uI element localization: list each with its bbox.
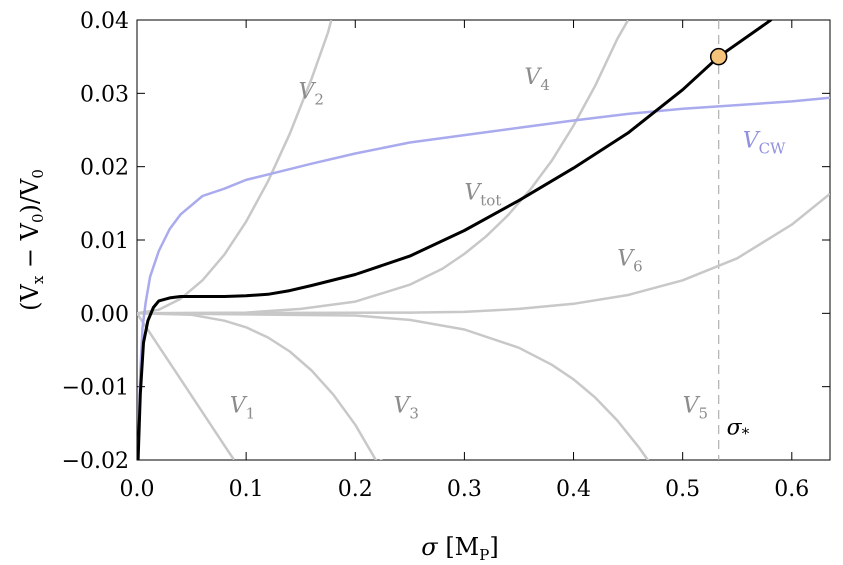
y-tick-label: −0.02 [62, 449, 129, 474]
label-v-cw: VCW [743, 129, 786, 158]
series-v-4 [137, 20, 630, 315]
series-v-2 [137, 20, 333, 315]
y-tick-label: 0.00 [80, 302, 129, 327]
series-v-6 [137, 192, 830, 315]
label-v-tot: Vtot [464, 181, 501, 210]
x-tick-label: 0.2 [338, 477, 373, 502]
y-tick-label: 0.02 [80, 156, 129, 181]
x-tick-label: 0.4 [556, 477, 591, 502]
series-v-cw [137, 96, 830, 460]
series-v-5 [137, 312, 650, 460]
x-tick-label: 0.1 [229, 477, 264, 502]
label-v-4: V4 [524, 65, 549, 94]
y-tick-label: 0.04 [80, 9, 129, 34]
label-v-1: V1 [230, 393, 255, 422]
label-sigma-star: σ* [727, 415, 750, 442]
label-v-3: V3 [393, 393, 418, 422]
y-tick-label: −0.01 [62, 376, 129, 401]
y-axis-title: (Vx − V0)/V0 [16, 169, 47, 311]
x-tick-label: 0.0 [120, 477, 155, 502]
y-tick-label: 0.01 [80, 229, 129, 254]
label-v-2: V2 [299, 79, 324, 108]
series-v-1 [137, 312, 236, 460]
series-v-tot [137, 20, 773, 460]
x-tick-label: 0.6 [774, 477, 809, 502]
x-tick-label: 0.3 [447, 477, 482, 502]
axis-ticks: 0.0 0.1 0.2 0.3 0.4 0.5 0.6 −0.02 −0.01 0.00 0.01 0… [62, 9, 830, 502]
x-axis-title: σ [MP] [421, 533, 498, 564]
curves [137, 20, 830, 460]
sigma-star-marker [709, 47, 728, 66]
series-v-3 [137, 312, 383, 460]
x-tick-label: 0.5 [665, 477, 700, 502]
label-v-6: V6 [617, 247, 642, 276]
y-tick-label: 0.03 [80, 82, 129, 107]
label-v-5: V5 [683, 393, 708, 422]
